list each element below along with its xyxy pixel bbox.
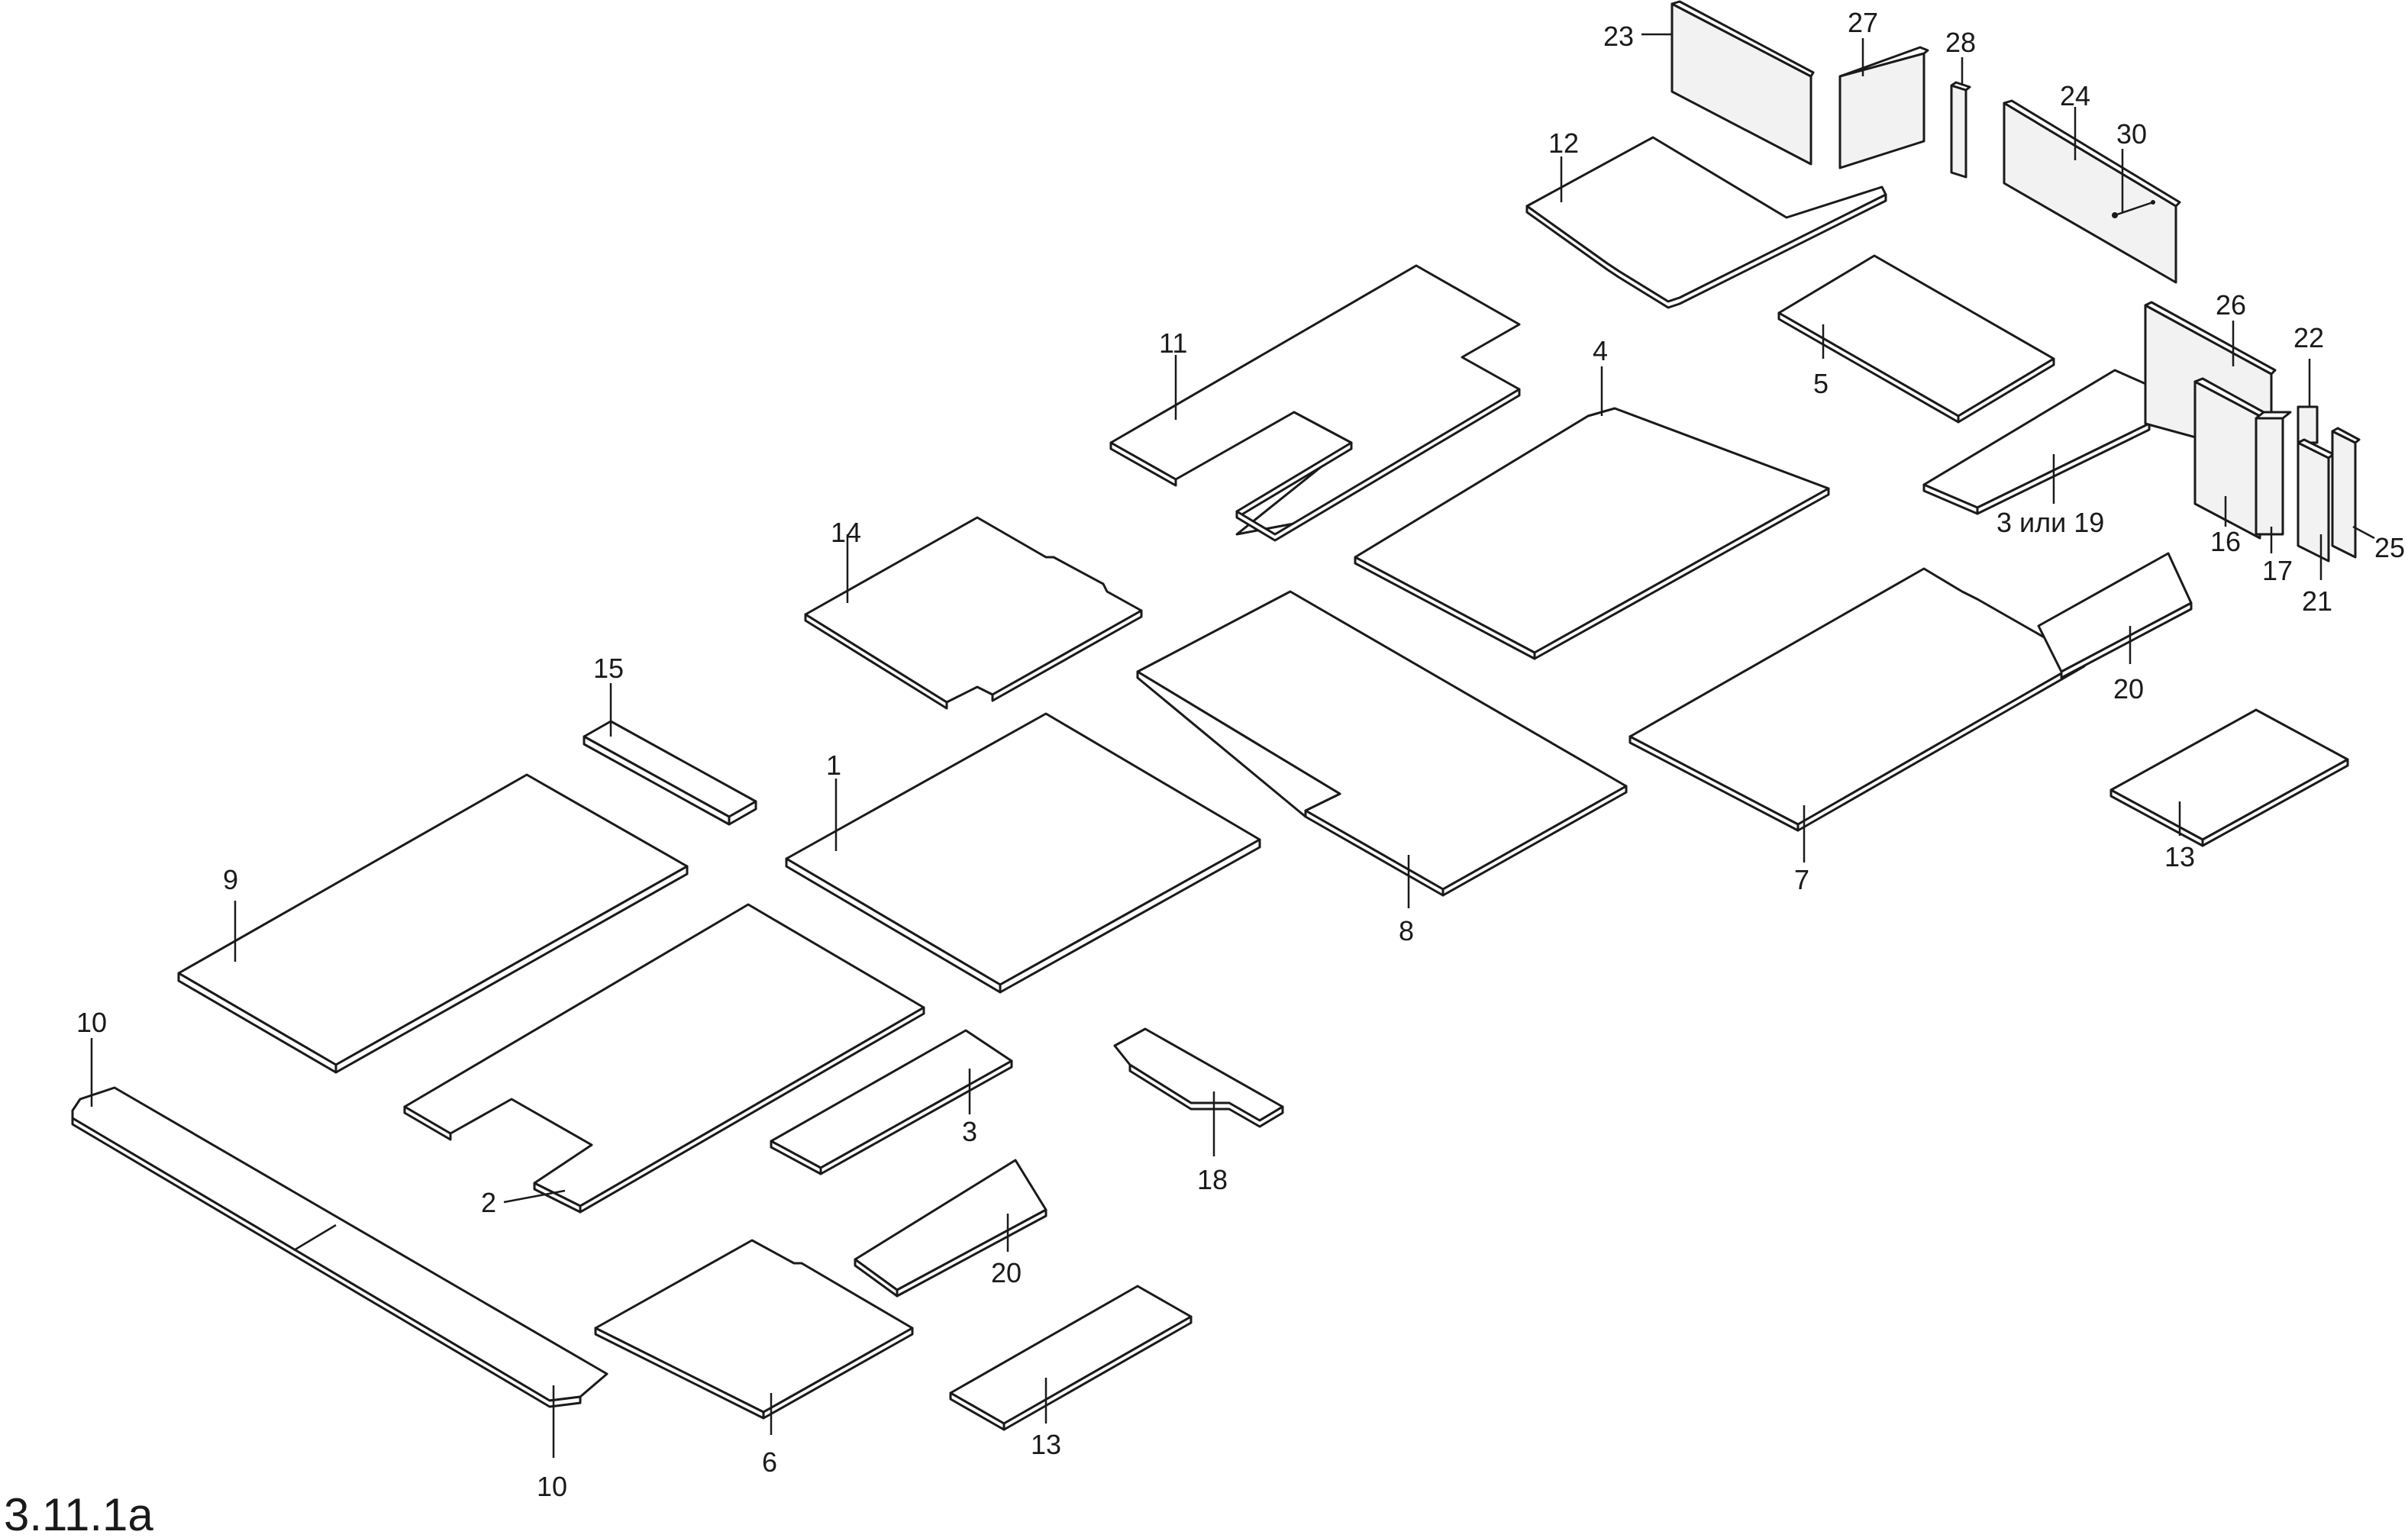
label-21: 21 — [2302, 585, 2332, 617]
label-5: 5 — [1813, 368, 1829, 399]
label-1: 1 — [826, 750, 841, 781]
label-12: 12 — [1548, 127, 1579, 159]
label-30: 30 — [2116, 118, 2147, 150]
panel-22 — [2297, 405, 2319, 444]
label-11: 11 — [1159, 327, 1187, 359]
label-4: 4 — [1593, 335, 1608, 366]
label-10-top: 10 — [76, 1007, 107, 1038]
panel-3 — [770, 1029, 1013, 1175]
label-20-left: 20 — [991, 1257, 1022, 1288]
label-26: 26 — [2216, 289, 2246, 321]
label-8: 8 — [1399, 915, 1414, 946]
label-20-right: 20 — [2113, 673, 2144, 705]
panel-1 — [785, 712, 1261, 994]
label-24: 24 — [2060, 80, 2090, 111]
panel-6 — [594, 1239, 914, 1420]
label-16: 16 — [2210, 526, 2241, 557]
label-13-left: 13 — [1031, 1429, 1061, 1460]
label-9: 9 — [223, 864, 238, 895]
panel-16 — [2193, 377, 2265, 540]
panel-4 — [1354, 407, 1830, 660]
panel-12 — [1525, 136, 1887, 309]
panel-20-right — [2037, 552, 2193, 679]
label-3-or-19: 3 или 19 — [1996, 507, 2104, 538]
panel-27 — [1838, 46, 1929, 169]
panel-21 — [2297, 438, 2335, 563]
leader-lines — [90, 33, 2375, 1458]
label-6: 6 — [762, 1446, 777, 1478]
panel-2 — [403, 903, 925, 1214]
panel-25 — [2331, 427, 2361, 559]
label-18: 18 — [1197, 1164, 1228, 1195]
panel-11 — [1109, 264, 1521, 542]
label-28: 28 — [1945, 27, 1976, 58]
label-13-right: 13 — [2164, 841, 2195, 872]
panel-9 — [177, 773, 689, 1074]
panel-7 — [1628, 567, 2086, 832]
panel-13-left — [949, 1285, 1193, 1431]
panel-18 — [1113, 1027, 1284, 1128]
panel-14 — [804, 516, 1143, 710]
panel-28 — [1950, 81, 1971, 179]
label-15: 15 — [593, 653, 624, 684]
figure-label: 3.11.1а — [4, 1489, 153, 1538]
panel-17 — [2255, 411, 2292, 536]
label-10-bottom: 10 — [537, 1471, 567, 1502]
label-17: 17 — [2262, 555, 2293, 586]
label-25: 25 — [2374, 532, 2405, 563]
label-22: 22 — [2293, 322, 2324, 353]
label-7: 7 — [1794, 864, 1809, 895]
part-30-pin — [2112, 200, 2155, 218]
panel-10 — [71, 1086, 608, 1408]
label-27: 27 — [1848, 7, 1878, 38]
label-23: 23 — [1603, 21, 1634, 52]
panel-3-or-19 — [1922, 369, 2151, 515]
panel-13-right — [2109, 708, 2349, 847]
label-2: 2 — [481, 1187, 496, 1218]
panel-23 — [1670, 0, 1815, 166]
label-3: 3 — [962, 1116, 977, 1147]
part-labels: 9 15 1 14 11 12 4 5 23 27 28 24 30 26 22… — [76, 7, 2405, 1502]
panel-24 — [2003, 99, 2181, 284]
panel-8 — [1136, 590, 1628, 897]
label-14: 14 — [831, 517, 861, 548]
panel-15 — [583, 720, 757, 826]
